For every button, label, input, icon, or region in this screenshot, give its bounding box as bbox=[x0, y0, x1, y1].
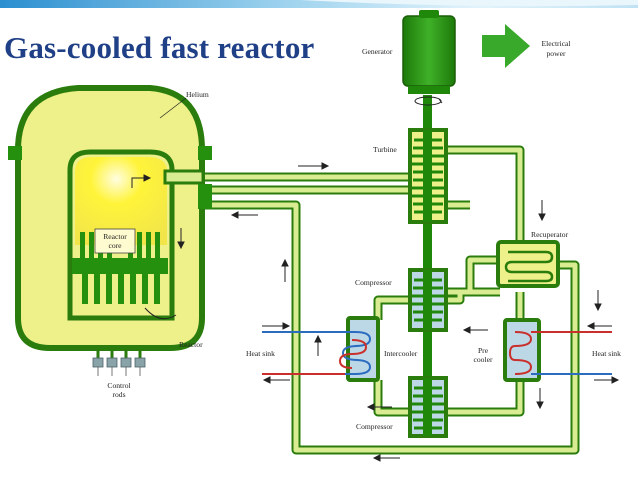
label-heat-sink-right: Heat sink bbox=[592, 349, 621, 358]
label-heat-sink-left: Heat sink bbox=[246, 349, 275, 358]
flow-arrows bbox=[131, 162, 620, 462]
reactor-core-box bbox=[94, 228, 136, 254]
label-control-rods-line1: Control bbox=[107, 381, 130, 390]
label-electrical-power-line2: power bbox=[547, 49, 566, 58]
compressor-upper bbox=[408, 268, 448, 332]
label-recuperator: Recuperator bbox=[531, 230, 569, 239]
top-accent-bar bbox=[0, 0, 638, 8]
label-precooler-line2: cooler bbox=[474, 355, 493, 364]
label-turbine: Turbine bbox=[373, 145, 397, 154]
leader-helium bbox=[159, 97, 187, 119]
label-control-rods-line2: rods bbox=[112, 390, 125, 399]
pipe-network bbox=[165, 145, 580, 455]
precooler bbox=[503, 318, 612, 382]
label-precooler-line1: Pre bbox=[478, 346, 489, 355]
intercooler bbox=[262, 316, 380, 382]
generator bbox=[402, 10, 456, 106]
top-accent-swoosh bbox=[300, 0, 638, 7]
recuperator bbox=[496, 240, 560, 288]
label-intercooler: Intercooler bbox=[384, 349, 418, 358]
label-generator: Generator bbox=[362, 47, 393, 56]
turbine bbox=[408, 128, 448, 224]
reactor-nozzles bbox=[163, 169, 212, 209]
diagram-labels: Generator Electrical power Helium Turbin… bbox=[103, 39, 621, 431]
control-rod-drives bbox=[92, 345, 146, 376]
main-shaft bbox=[423, 95, 432, 435]
compressor-lower bbox=[408, 376, 448, 438]
label-electrical-power-line1: Electrical bbox=[541, 39, 570, 48]
label-reactor-core-line2: core bbox=[108, 241, 122, 250]
label-reactor: Reactor bbox=[179, 340, 203, 349]
label-compressor-upper: Compressor bbox=[355, 278, 392, 287]
slide-title: Gas-cooled fast reactor bbox=[4, 30, 315, 65]
label-helium: Helium bbox=[186, 90, 209, 99]
label-reactor-core-line1: Reactor bbox=[103, 232, 127, 241]
reactor-vessel bbox=[8, 85, 212, 351]
label-compressor-lower: Compressor bbox=[356, 422, 393, 431]
power-output-arrow bbox=[482, 24, 530, 68]
